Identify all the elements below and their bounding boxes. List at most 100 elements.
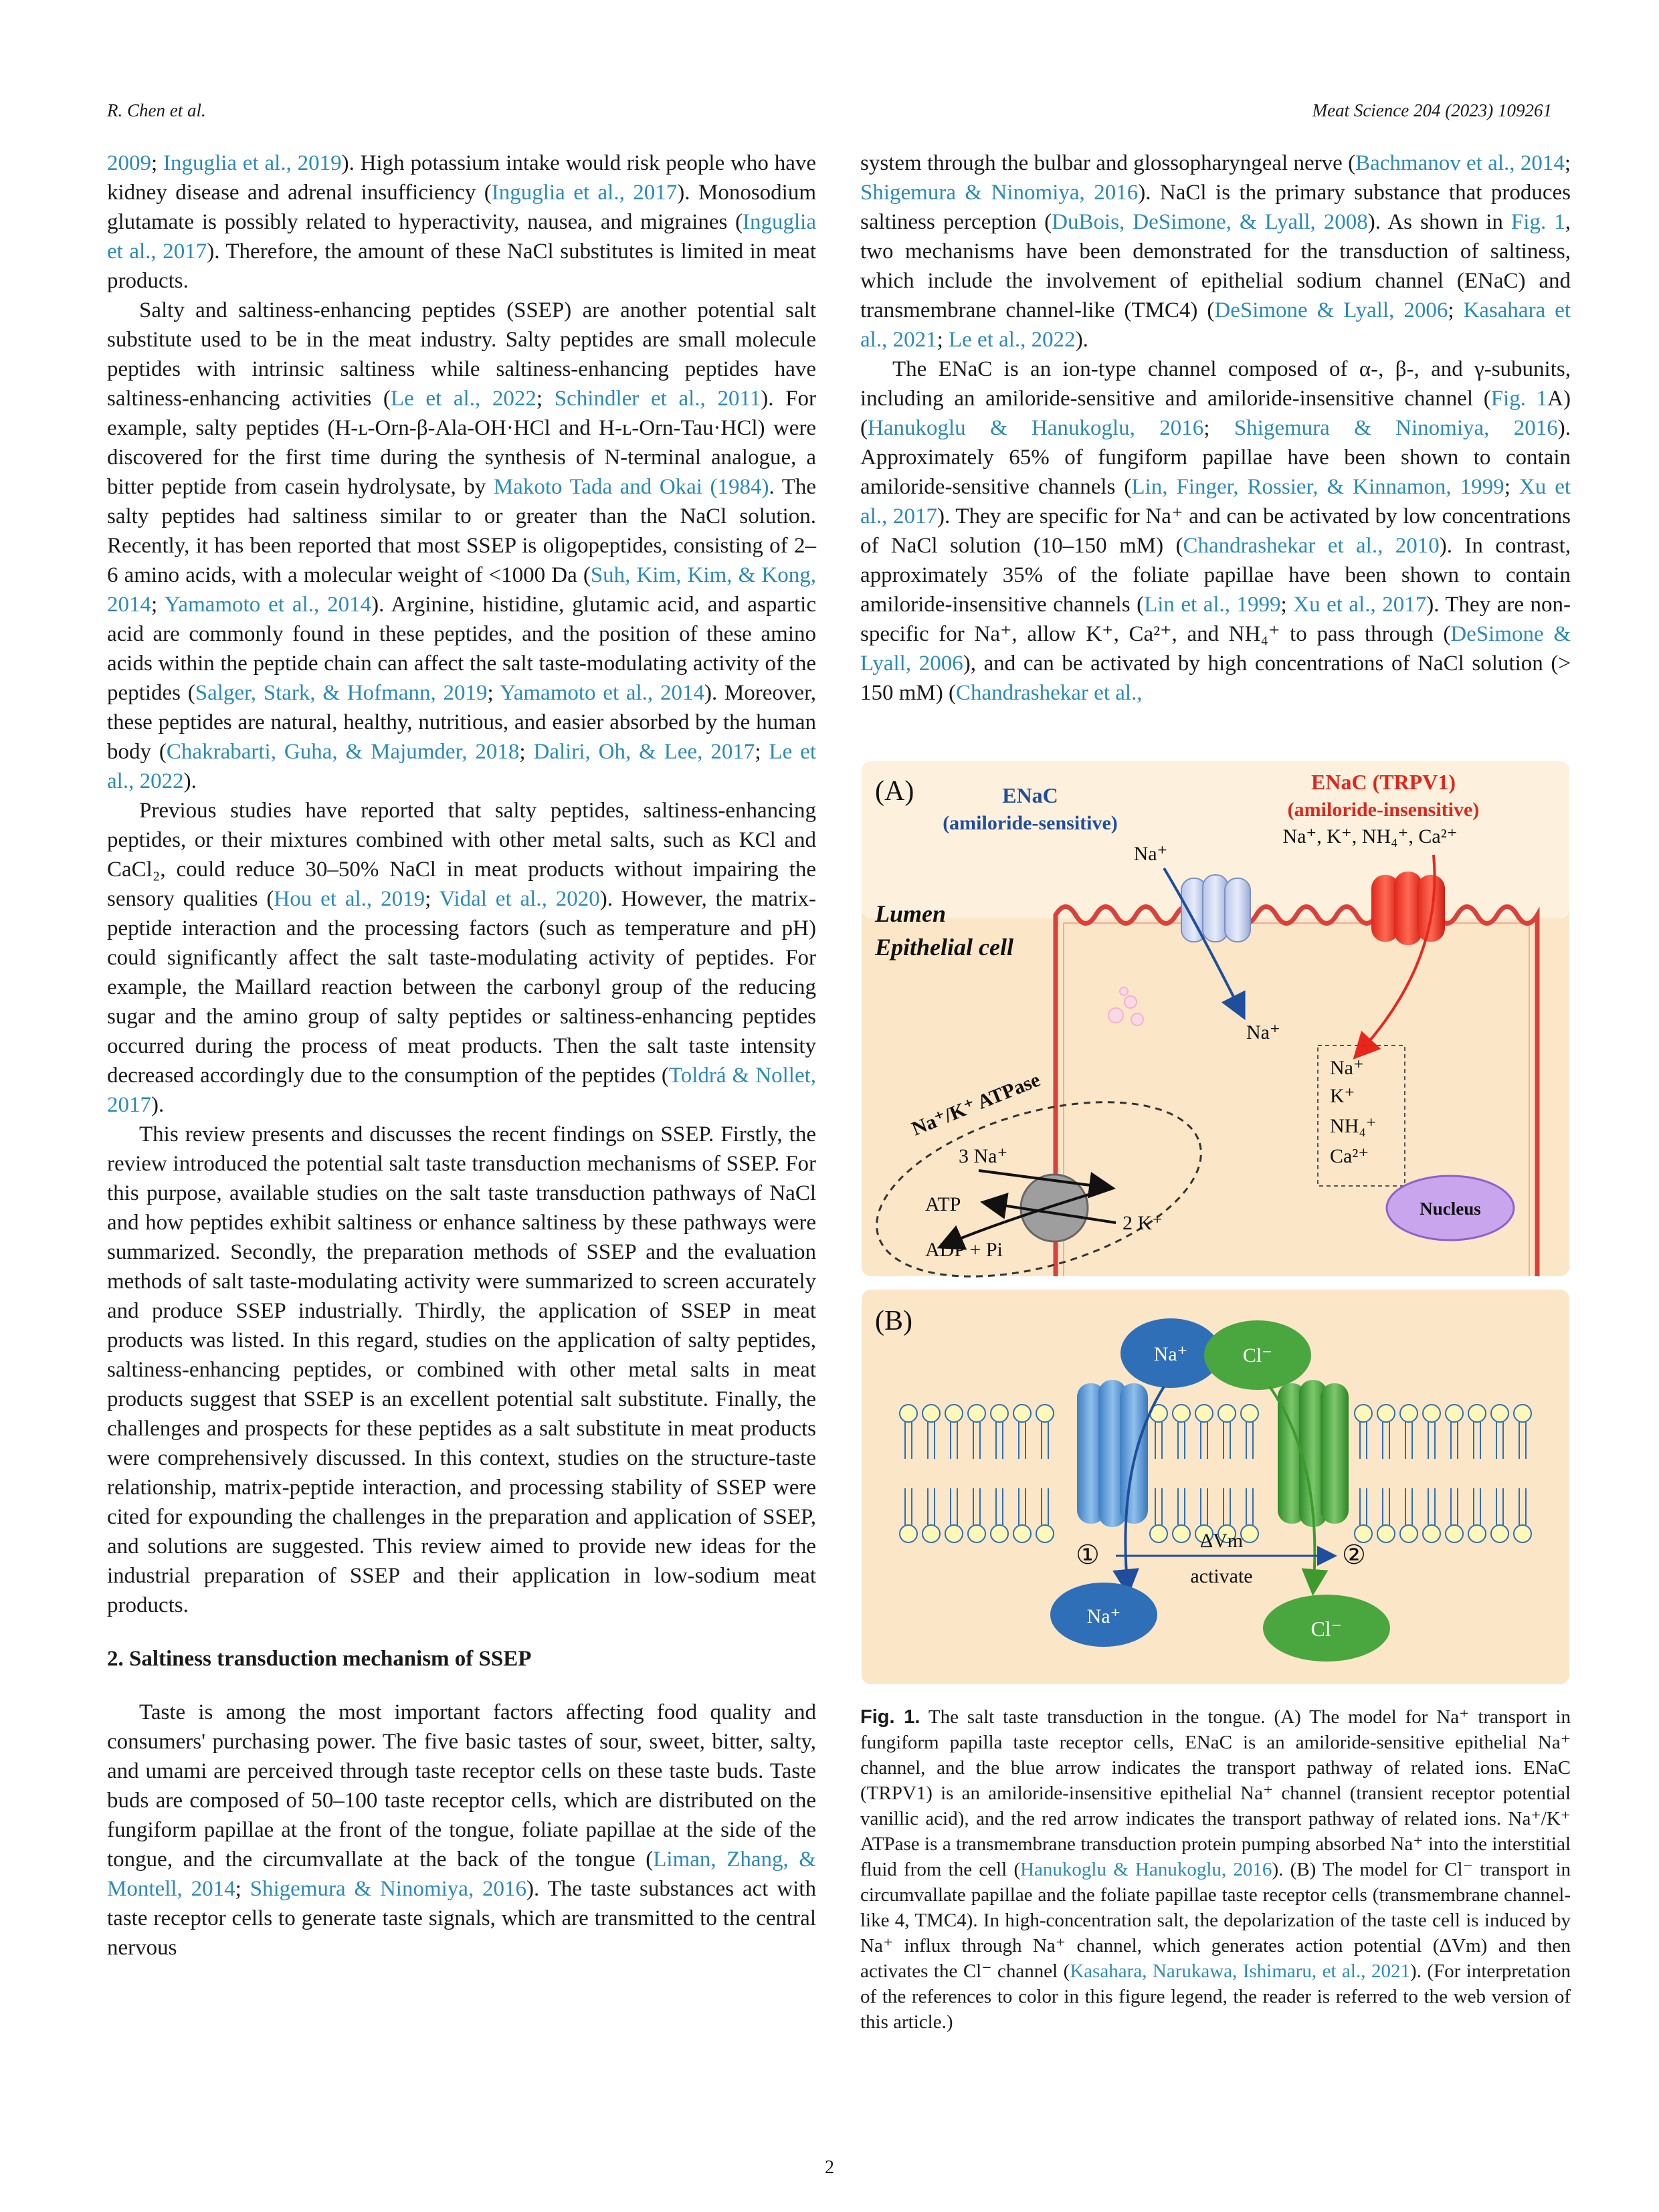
atp-label: ATP	[925, 1193, 961, 1215]
citation-link[interactable]: Xu et al., 2017	[1293, 593, 1427, 617]
citation-link[interactable]: Lin et al., 1999	[1144, 593, 1281, 617]
lipid-head	[1217, 1524, 1236, 1543]
citation-link[interactable]: Salger, Stark, & Hofmann, 2019	[195, 681, 488, 705]
text-run: ). For example, salty peptides (H-ʟ-Orn-…	[107, 387, 816, 499]
caption-label: Fig. 1.	[860, 1706, 920, 1728]
text-run: ). High potassium intake would risk peop…	[107, 151, 817, 205]
text-run: ). However, the matrix-peptide interacti…	[107, 887, 817, 1088]
figure-caption: Fig. 1. The salt taste transduction in t…	[860, 1704, 1571, 2035]
lipid-head	[1422, 1524, 1441, 1543]
lipid-head	[1399, 1404, 1418, 1423]
citation-link[interactable]: Liman, Zhang, & Montell, 2014	[107, 1847, 816, 1901]
lipid-tail	[1496, 1422, 1504, 1459]
citation-link[interactable]: Shigemura & Ninomiya, 2016	[1234, 416, 1558, 440]
vesicle	[1108, 1007, 1124, 1023]
b-na-label: Na⁺	[1154, 1343, 1188, 1365]
citation-link[interactable]: Inguglia et al., 2017	[491, 181, 678, 205]
citation-link[interactable]: Kasahara, Narukawa, Ishimaru, et al., 20…	[1070, 1960, 1410, 1982]
b-cl-label: Cl⁻	[1243, 1344, 1272, 1367]
text-run: ;	[235, 1877, 250, 1901]
lipid-tail	[1359, 1422, 1367, 1459]
text-run: ). (For interpretation of the references…	[860, 1960, 1571, 2033]
citation-link[interactable]: Fig. 1	[1490, 387, 1548, 411]
citation-link[interactable]: Le et al., 2022	[107, 740, 816, 793]
citation-link[interactable]: Hanukoglu & Hanukoglu, 2016	[868, 416, 1204, 440]
citation-link[interactable]: Bachmanov et al., 2014	[1355, 151, 1565, 175]
na-inside-label: Na⁺	[1246, 1021, 1280, 1043]
na-influx-arrow	[1112, 1385, 1165, 1596]
step-2: ②	[1342, 1540, 1366, 1570]
lipid-head	[1149, 1524, 1168, 1543]
citation-link[interactable]: Inguglia et al., 2019	[163, 151, 342, 175]
lipid-tail	[995, 1422, 1003, 1459]
paragraph: Previous studies have reported that salt…	[107, 796, 816, 1120]
citation-link[interactable]: Lin, Finger, Rossier, & Kinnamon, 1999	[1131, 475, 1504, 499]
text-run: This review presents and discusses the r…	[107, 1122, 816, 1617]
lipid-tail	[1473, 1422, 1481, 1459]
citation-link[interactable]: DeSimone & Lyall, 2006	[1214, 298, 1448, 322]
lipid-tail	[1428, 1422, 1436, 1459]
citation-link[interactable]: Xu et al., 2017	[860, 475, 1571, 528]
citation-link[interactable]: Shigemura & Ninomiya, 2016	[250, 1877, 527, 1901]
lipid-head	[1445, 1404, 1464, 1423]
citation-link[interactable]: Shigemura & Ninomiya, 2016	[860, 181, 1139, 205]
citation-link[interactable]: Fig. 1	[1510, 210, 1565, 234]
vesicle	[1124, 995, 1137, 1009]
citation-link[interactable]: 2009	[107, 151, 151, 175]
section-heading: 2. Saltiness transduction mechanism of S…	[107, 1647, 532, 1671]
lipid-tail	[1519, 1422, 1527, 1459]
citation-link[interactable]: Chakrabarti, Guha, & Majumder, 2018	[166, 740, 520, 764]
citation-link[interactable]: DeSimone & Lyall, 2006	[860, 622, 1571, 676]
citation-link[interactable]: Le et al., 2022	[390, 387, 536, 411]
citation-link[interactable]: DuBois, DeSimone, & Lyall, 2008	[1052, 210, 1368, 234]
text-run: ;	[1448, 298, 1464, 322]
text-run: Salty and saltiness-enhancing peptides (…	[107, 298, 816, 411]
citation-link[interactable]: Le et al., 2022	[949, 328, 1076, 352]
citation-link[interactable]: Suh, Kim, Kim, & Kong, 2014	[107, 563, 816, 617]
lipid-head	[990, 1404, 1009, 1423]
lipid-tail	[1496, 1488, 1504, 1525]
citation-link[interactable]: Inguglia et al., 2017	[107, 210, 816, 264]
text-run: ).	[1075, 328, 1088, 352]
citation-link[interactable]: Hou et al., 2019	[274, 887, 425, 911]
box-ion: Na⁺	[1330, 1057, 1364, 1079]
right-column: system through the bulbar and glossophar…	[860, 148, 1571, 708]
panel-a: (A) ENaC (amiloride-sensitive) Na⁺ ENaC …	[862, 761, 1569, 1278]
lipid-tail	[1359, 1488, 1367, 1525]
lipid-tail	[1018, 1488, 1026, 1525]
citation-link[interactable]: Toldrá & Nollet, 2017	[107, 1064, 817, 1117]
citation-link[interactable]: Daliri, Oh, & Lee, 2017	[533, 740, 755, 764]
lipid-head	[1172, 1404, 1191, 1423]
citation-link[interactable]: Vidal et al., 2020	[439, 887, 600, 911]
box-ion: Ca²⁺	[1330, 1145, 1369, 1167]
left-column: 2009; Inguglia et al., 2019). High potas…	[107, 148, 816, 1963]
lipid-head	[1399, 1524, 1418, 1543]
lipid-tail	[1200, 1422, 1208, 1459]
text-run: ). Monosodium glutamate is possibly rela…	[107, 181, 817, 234]
citation-link[interactable]: Schindler et al., 2011	[554, 387, 761, 411]
citation-link[interactable]: Chandrashekar et al., 2010	[1183, 534, 1440, 558]
lipid-head	[1354, 1524, 1373, 1543]
citation-link[interactable]: Chandrashekar et al.,	[956, 681, 1143, 705]
nucleus-label: Nucleus	[1420, 1199, 1481, 1219]
lipid-head	[1377, 1524, 1395, 1543]
lipid-head	[1354, 1404, 1373, 1423]
paragraph: This review presents and discusses the r…	[107, 1120, 816, 1620]
panel-b-label: (B)	[875, 1306, 912, 1336]
trpv1-arrow	[1353, 854, 1436, 1060]
citation-link[interactable]: Makoto Tada and Okai (1984)	[493, 475, 769, 499]
citation-link[interactable]: Yamamoto et al., 2014	[164, 593, 372, 617]
box-ion: NH₄⁺	[1330, 1115, 1377, 1137]
lipid-head	[1195, 1404, 1213, 1423]
citation-link[interactable]: Hanukoglu & Hanukoglu, 2016	[1020, 1859, 1272, 1880]
paragraph: system through the bulbar and glossophar…	[860, 148, 1571, 355]
lipid-head	[1513, 1524, 1532, 1543]
text-run: ;	[937, 328, 949, 352]
citation-link[interactable]: Yamamoto et al., 2014	[500, 681, 704, 705]
text-run: ;	[487, 681, 500, 705]
citation-link[interactable]: Kasahara et al., 2021	[860, 298, 1571, 352]
lipid-head	[1240, 1524, 1259, 1543]
text-run: ). Moreover, these peptides are natural,…	[107, 681, 816, 764]
lipid-tail	[1473, 1488, 1481, 1525]
lipid-head	[899, 1404, 918, 1423]
